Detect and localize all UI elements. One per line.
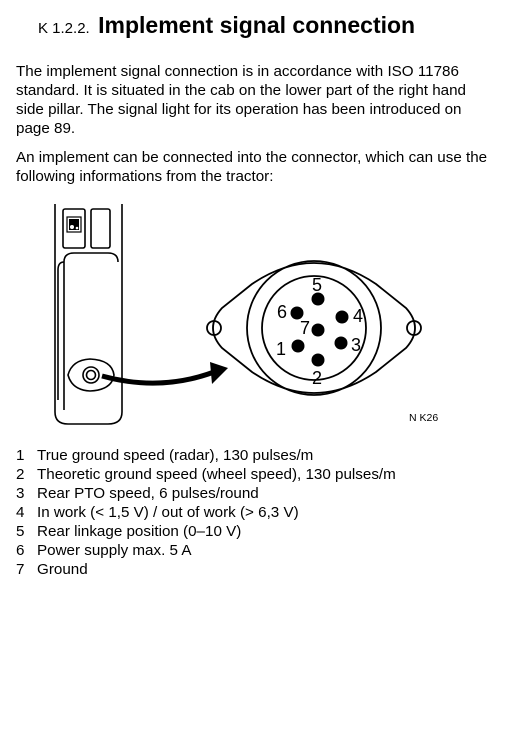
pin-label-5: 5 bbox=[312, 275, 322, 295]
pin-label-6: 6 bbox=[277, 302, 287, 322]
pointer-arrow-icon bbox=[101, 362, 228, 386]
connector-pins bbox=[290, 292, 349, 367]
pin-label-2: 2 bbox=[312, 368, 322, 388]
section-number: K 1.2.2. bbox=[38, 20, 90, 37]
pin-label-4: 4 bbox=[353, 306, 363, 326]
pin-label-1: 1 bbox=[276, 339, 286, 359]
pin-label-7: 7 bbox=[300, 318, 310, 338]
cab-pillar bbox=[54, 204, 123, 425]
pin-labels: 1 2 3 4 5 6 7 bbox=[276, 275, 363, 388]
pillar-socket bbox=[67, 358, 115, 392]
connector-illustration: 1 2 3 4 5 6 7 N K26 bbox=[54, 204, 438, 425]
pin-3-dot bbox=[334, 336, 348, 350]
pin-label-3: 3 bbox=[351, 335, 361, 355]
intro-paragraph-2: An implement can be connected into the c… bbox=[16, 149, 488, 185]
intro-paragraph-1: The implement signal connection is in ac… bbox=[16, 63, 466, 137]
pin-6-dot bbox=[290, 306, 304, 320]
section-heading: K 1.2.2. Implement signal connection bbox=[38, 12, 415, 39]
pin-4-dot bbox=[335, 310, 349, 324]
pin-7-dot bbox=[311, 323, 325, 337]
section-title: Implement signal connection bbox=[98, 12, 416, 38]
figure-code: N K26 bbox=[409, 412, 438, 424]
pin-2-dot bbox=[311, 353, 325, 367]
pin-1-dot bbox=[291, 339, 305, 353]
pin-5-dot bbox=[311, 292, 325, 306]
tractor-symbol-icon bbox=[66, 216, 82, 233]
